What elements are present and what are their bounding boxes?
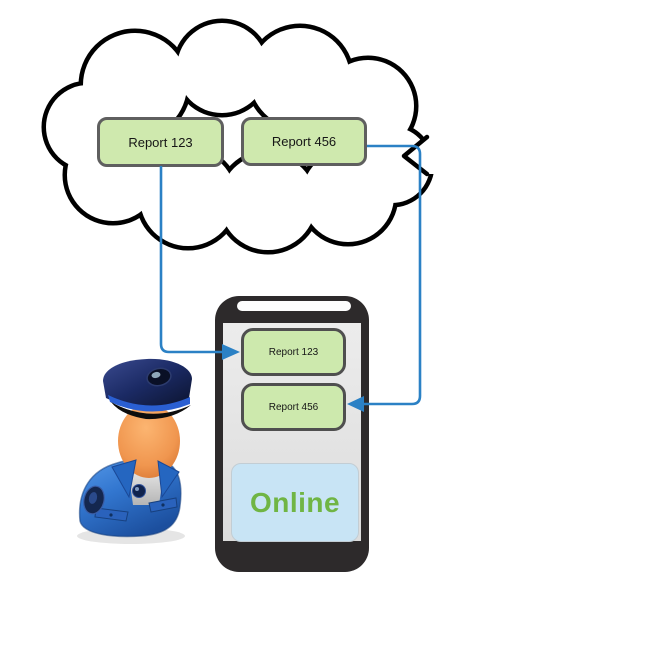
officer-collar-right — [157, 460, 180, 499]
officer-cap — [103, 358, 192, 407]
online-status-label: Online — [249, 486, 341, 518]
officer-cap-band — [108, 395, 190, 412]
cloud-report-456-label: Report 456 — [271, 134, 337, 149]
officer-cap-badge — [146, 367, 172, 387]
phone-screen: Report 123 Report 456 Online — [223, 323, 361, 542]
phone-report-456-node: Report 456 — [241, 383, 346, 431]
phone-speaker — [237, 301, 351, 311]
officer-face — [118, 404, 180, 478]
cloud-notch — [404, 137, 442, 174]
cloud-report-456-node: Report 456 — [241, 117, 367, 166]
officer-chest-pin — [132, 484, 146, 498]
police-officer-icon — [77, 358, 192, 544]
phone-report-456-label: Report 456 — [268, 401, 319, 413]
officer-cap-visor — [111, 402, 191, 420]
phone-report-123-node: Report 123 — [241, 328, 346, 376]
online-status-badge: Online — [231, 463, 359, 542]
cloud-report-123-label: Report 123 — [128, 134, 193, 150]
smartphone-icon: Report 123 Report 456 Online — [215, 296, 369, 572]
officer-collar-left — [111, 459, 137, 499]
cloud-report-123-node: Report 123 — [97, 117, 224, 167]
phone-report-123-label: Report 123 — [268, 346, 319, 358]
